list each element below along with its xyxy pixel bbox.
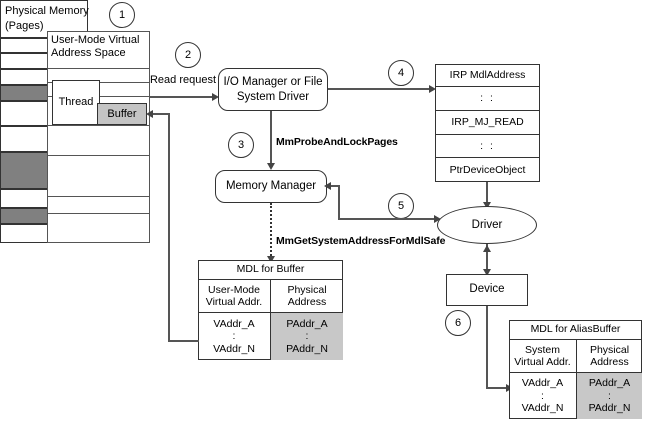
vas-divider bbox=[47, 155, 150, 156]
thread-label: Thread bbox=[58, 96, 94, 109]
driver-to-device-arrowhead bbox=[483, 269, 491, 276]
memory-page-cell bbox=[0, 38, 48, 53]
memory-page-cell bbox=[0, 224, 48, 243]
memory-page-cell-used bbox=[0, 208, 48, 224]
memory-page-cell bbox=[0, 53, 48, 69]
mdl-buffer-vaddr-ellipsis: : bbox=[232, 330, 236, 343]
device-box bbox=[446, 274, 528, 306]
driver-to-memmgr-arrowhead bbox=[324, 182, 331, 190]
mdl-to-buffer-vert bbox=[168, 113, 170, 342]
io-to-irp-arrowhead bbox=[429, 85, 436, 93]
mmprobeandlockpages-label: MmProbeAndLockPages bbox=[276, 135, 398, 148]
device-to-driver-arrowhead bbox=[483, 245, 491, 252]
irp-row: IRP MdlAddress bbox=[435, 64, 540, 87]
mdl-alias-paddr-ellipsis: : bbox=[608, 389, 611, 402]
irp-row: : : bbox=[435, 135, 540, 158]
mdl-to-buffer-horz-bottom bbox=[168, 340, 199, 342]
memory-manager-box: Memory Manager bbox=[215, 170, 327, 203]
mdl-buffer-paddr-n: PAddr_N bbox=[286, 342, 328, 355]
buffer-label: Buffer bbox=[107, 107, 137, 120]
irp-row: IRP_MJ_READ bbox=[435, 111, 540, 135]
driver-to-memmgr-vert bbox=[338, 185, 340, 220]
mdl-alias-header-right: Physical Address bbox=[577, 340, 642, 373]
mdl-alias-header-left: System Virtual Addr. bbox=[509, 340, 577, 373]
mdl-alias-title: MDL for AliasBuffer bbox=[509, 320, 642, 340]
mdl-alias-values-right: PAddr_A : PAddr_N bbox=[577, 373, 642, 419]
read-request-line bbox=[150, 96, 215, 98]
irp-row: : : bbox=[435, 87, 540, 111]
mdl-to-buffer-arrowhead bbox=[146, 110, 153, 118]
step-circle-3: 3 bbox=[228, 132, 254, 158]
step-circle-5: 5 bbox=[388, 193, 414, 219]
mmgetsystemaddressformdlsafe-label: MmGetSystemAddressForMdlSafe bbox=[276, 234, 446, 247]
mdl-alias-values-left: VAddr_A : VAddr_N bbox=[509, 373, 577, 419]
memmgr-to-driver-arrowhead bbox=[434, 215, 441, 223]
mdl-alias-vaddr-n: VAddr_N bbox=[521, 402, 564, 415]
step-circle-6: 6 bbox=[445, 310, 471, 336]
mdl-alias-vaddr-ellipsis: : bbox=[541, 389, 544, 402]
io-to-irp-line bbox=[328, 88, 433, 90]
mdl-alias-paddr-n: PAddr_N bbox=[588, 402, 631, 415]
vas-divider bbox=[47, 125, 150, 126]
device-label: Device bbox=[469, 283, 505, 296]
mdl-to-buffer-horz-top bbox=[153, 113, 170, 115]
mdl-buffer-values-left: VAddr_A : VAddr_N bbox=[198, 313, 271, 360]
memory-page-cell-used bbox=[0, 152, 48, 189]
irp-row: PtrDeviceObject bbox=[449, 163, 526, 176]
memory-page-cell-used bbox=[0, 85, 48, 101]
mdl-buffer-header-right: Physical Address bbox=[271, 280, 343, 313]
step-circle-2: 2 bbox=[175, 42, 201, 68]
memmgr-to-mdl-arrowhead bbox=[267, 256, 275, 263]
read-request-label: Read request bbox=[149, 73, 217, 86]
user-mode-vas-title: User-Mode Virtual Address Space bbox=[51, 34, 140, 59]
io-manager-box: I/O Manager or File System Driver bbox=[218, 68, 328, 111]
physical-memory-title: Physical Memory bbox=[5, 4, 89, 17]
device-to-aliasmdl-horz bbox=[486, 387, 510, 389]
memmgr-to-mdl-dotted-line bbox=[270, 203, 272, 260]
physical-memory-subtitle: (Pages) bbox=[5, 19, 44, 32]
driver-to-memmgr-horz-top bbox=[330, 185, 340, 187]
driver-ellipse: Driver bbox=[437, 206, 537, 244]
mdl-buffer-header-left: User-Mode Virtual Addr. bbox=[198, 280, 271, 313]
memory-page-cell bbox=[0, 126, 48, 152]
mdl-buffer-vaddr-n: VAddr_N bbox=[213, 342, 255, 355]
irp-table bbox=[435, 64, 540, 182]
step-circle-1: 1 bbox=[109, 2, 135, 28]
irp-to-driver-line bbox=[486, 182, 488, 206]
memory-page-cell bbox=[0, 101, 48, 126]
read-request-arrowhead bbox=[212, 93, 219, 101]
mdl-buffer-title: MDL for Buffer bbox=[198, 260, 343, 280]
mdl-buffer-values-right: PAddr_A : PAddr_N bbox=[271, 313, 343, 360]
device-to-aliasmdl-vert bbox=[486, 306, 488, 389]
thread-box bbox=[52, 80, 100, 125]
io-to-memmgr-line bbox=[270, 111, 272, 166]
vas-divider bbox=[47, 196, 150, 197]
driver-device-line bbox=[486, 244, 488, 274]
physical-memory-header: Physical Memory (Pages) bbox=[0, 0, 89, 38]
mdl-buffer-paddr-ellipsis: : bbox=[305, 330, 309, 343]
mdl-buffer-paddr-a: PAddr_A bbox=[286, 317, 328, 330]
mdl-alias-paddr-a: PAddr_A bbox=[588, 377, 631, 390]
memory-page-cell bbox=[0, 189, 48, 208]
io-to-memmgr-arrowhead bbox=[267, 163, 275, 170]
memory-page-cell bbox=[0, 69, 48, 85]
mdl-alias-vaddr-a: VAddr_A bbox=[521, 377, 564, 390]
user-mode-vas-box bbox=[47, 31, 150, 243]
vas-divider bbox=[47, 213, 150, 214]
driver-to-memmgr-horz-bottom bbox=[338, 218, 438, 220]
vas-divider bbox=[47, 68, 150, 69]
step-circle-4: 4 bbox=[388, 60, 414, 86]
mdl-buffer-vaddr-a: VAddr_A bbox=[213, 317, 255, 330]
